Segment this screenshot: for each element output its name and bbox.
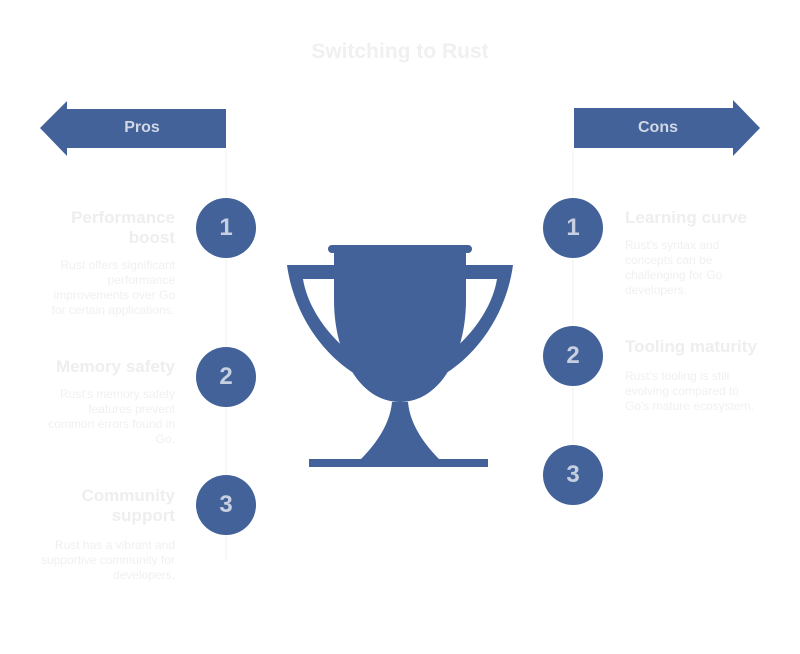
pros-item-1-title: Performance boost [71, 208, 175, 247]
pros-arrow [40, 101, 226, 156]
pros-circle-3 [196, 475, 256, 535]
pros-item-2-title: Memory safety [55, 357, 175, 376]
pros-circle-1 [196, 198, 256, 258]
cons-circle-2 [543, 326, 603, 386]
cons-item-2-desc: Rust's tooling is still evolving compare… [625, 369, 754, 413]
pros-item-3-desc: Rust has a vibrant and supportive commun… [40, 538, 175, 582]
pros-label: Pros [124, 119, 160, 136]
pros-number-2: 2 [219, 363, 233, 390]
pros-number-1: 1 [219, 214, 233, 241]
page-title: Switching to Rust [311, 40, 489, 63]
pros-item-2-desc: Rust's memory safety features prevent co… [48, 387, 175, 446]
pros-item-1-desc: Rust offers significant performance impr… [51, 258, 175, 317]
cons-circle-1 [543, 198, 603, 258]
cons-number-1: 1 [566, 214, 580, 241]
pros-number-3: 3 [219, 491, 233, 518]
pros-circle-2 [196, 347, 256, 407]
cons-item-2-title: Tooling maturity [625, 337, 757, 356]
cons-number-2: 2 [566, 342, 580, 369]
cons-arrow [574, 100, 760, 156]
cons-item-1-desc: Rust's syntax and concepts can be challe… [625, 238, 723, 297]
trophy-icon [287, 245, 513, 467]
cons-item-1-title: Learning curve [625, 208, 747, 227]
pros-item-3-title: Community support [81, 486, 176, 525]
cons-label: Cons [638, 119, 678, 136]
cons-number-3: 3 [566, 461, 580, 488]
cons-circle-3 [543, 445, 603, 505]
